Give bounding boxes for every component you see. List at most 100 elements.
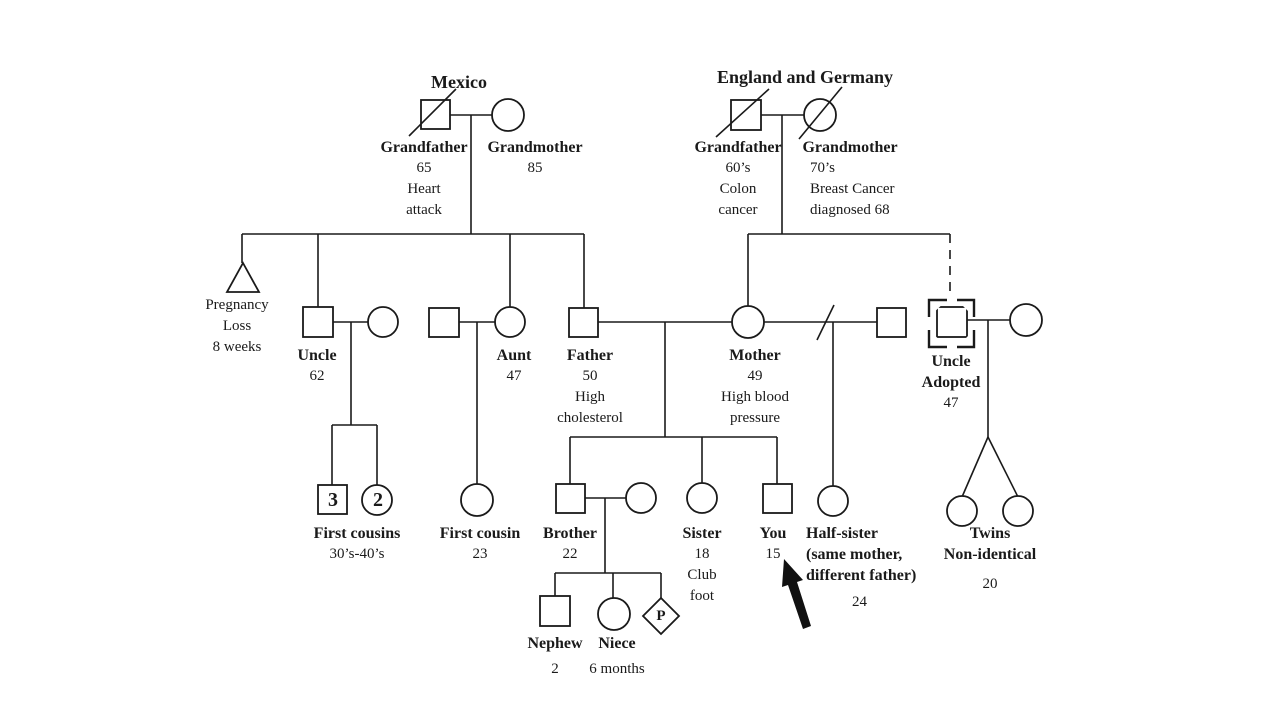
proband-arrow [782, 559, 811, 629]
label-first-cousin: First cousin 23 [440, 523, 520, 565]
person-name: First cousin [439, 525, 521, 542]
adoption-bracket-left [927, 298, 947, 349]
aunt-husband-symbol [428, 307, 460, 338]
pregnancy-diamond-symbol [641, 596, 681, 636]
person-detail: 8 weeks [212, 339, 262, 355]
label-grandmother-england: Grandmother [802, 137, 897, 158]
person-detail: 85 [527, 160, 543, 176]
person-detail: foot [689, 588, 715, 604]
person-detail: attack [406, 202, 442, 218]
person-symbols [225, 86, 1043, 636]
person-name: Brother [543, 525, 597, 542]
label-you: You 15 [760, 523, 787, 565]
label-mother: Mother 49 High blood pressure [721, 345, 789, 429]
nephew-symbol [539, 595, 571, 627]
pregnancy-loss-triangle [225, 261, 261, 293]
line-twin-left [961, 436, 989, 498]
person-name: Uncle [931, 353, 971, 370]
label-aunt: Aunt 47 [497, 345, 532, 387]
brother-symbol [555, 483, 586, 514]
label-uncle: Uncle 62 [297, 345, 336, 387]
uncle-adopted-symbol [927, 298, 976, 349]
label-grandmother-england-details: 70’s Breast Cancer diagnosed 68 [810, 158, 895, 221]
person-detail: Heart [407, 181, 441, 197]
label-nephew: Nephew 2 [527, 633, 582, 680]
title-text: Mexico [431, 72, 487, 92]
first-cousins-male-symbol [317, 484, 348, 515]
person-name: You [759, 525, 787, 542]
pregnancy-letter: P [656, 608, 666, 624]
person-name: Aunt [496, 347, 532, 364]
person-detail: cholesterol [557, 410, 623, 426]
person-name: Sister [682, 525, 722, 542]
sister-symbol [686, 482, 718, 514]
relationship-lines [241, 114, 1019, 598]
person-detail: 47 [506, 368, 522, 384]
label-twins: Twins Non-identical 20 [944, 523, 1036, 595]
person-name: Nephew [527, 635, 583, 652]
title-text: England and Germany [716, 67, 894, 87]
divorce-slash [816, 304, 835, 341]
first-cousin-symbol [460, 483, 494, 517]
person-detail: 60’s [725, 160, 751, 176]
label-grandfather-mexico: Grandfather 65 Heart attack [380, 137, 467, 221]
half-sister-father-symbol [876, 307, 907, 338]
person-detail: 62 [309, 368, 325, 384]
person-detail: pressure [730, 410, 780, 426]
person-detail: 47 [943, 395, 959, 411]
person-detail: 6 months [589, 661, 645, 677]
person-detail: 30’s-40’s [329, 546, 385, 562]
line-twin-right [987, 436, 1019, 498]
person-detail: cancer [718, 202, 758, 218]
first-cousins-female-symbol [361, 484, 393, 516]
person-detail: High blood [721, 389, 789, 405]
label-niece: Niece 6 months [589, 633, 644, 680]
uncle-wife-symbol [367, 306, 399, 338]
person-detail: Pregnancy [205, 297, 269, 313]
person-name: Grandfather [694, 139, 782, 156]
person-name: Twins [969, 525, 1011, 542]
person-name: Father [566, 347, 614, 364]
adoption-bracket-right [957, 298, 976, 349]
deceased-slash [715, 88, 770, 138]
person-detail: 15 [765, 546, 781, 562]
label-first-cousins: First cousins 30’s-40’s [314, 523, 401, 565]
person-name: First cousins [313, 525, 401, 542]
deceased-slash [798, 86, 843, 140]
person-name: Non-identical [943, 546, 1037, 563]
person-name: Grandfather [380, 139, 468, 156]
person-detail: Colon [719, 181, 757, 197]
brother-wife-symbol [625, 482, 657, 514]
label-brother: Brother 22 [543, 523, 597, 565]
label-pregnancy-loss: Pregnancy Loss 8 weeks [205, 295, 268, 358]
person-name: Grandmother [487, 139, 583, 156]
twin-right-symbol [1002, 495, 1034, 527]
person-detail: 22 [562, 546, 578, 562]
label-father: Father 50 High cholesterol [557, 345, 623, 429]
person-detail: 70’s [810, 160, 836, 176]
person-detail: diagnosed 68 [810, 202, 890, 218]
grandmother-england-symbol [798, 86, 843, 140]
person-detail: 18 [694, 546, 710, 562]
first-cousins-male-count: 3 [328, 489, 338, 511]
person-detail: 65 [416, 160, 432, 176]
twin-left-symbol [946, 495, 978, 527]
person-detail: Loss [222, 318, 252, 334]
uncle-symbol [302, 306, 334, 338]
person-name: Half-sister [806, 525, 878, 542]
grandfather-england-symbol [715, 88, 770, 138]
person-name: Mother [729, 347, 781, 364]
label-grandmother-mexico: Grandmother 85 [487, 137, 582, 179]
person-detail: 23 [472, 546, 488, 562]
label-sister: Sister 18 Club foot [682, 523, 721, 607]
niece-symbol [597, 597, 631, 631]
origin-title-england-germany: England and Germany [717, 67, 893, 88]
person-name: Adopted [921, 374, 981, 391]
you-symbol [762, 483, 793, 514]
person-detail: High [575, 389, 605, 405]
person-detail: 20 [982, 576, 998, 592]
father-symbol [568, 307, 599, 338]
first-cousins-female-count: 2 [373, 489, 383, 511]
